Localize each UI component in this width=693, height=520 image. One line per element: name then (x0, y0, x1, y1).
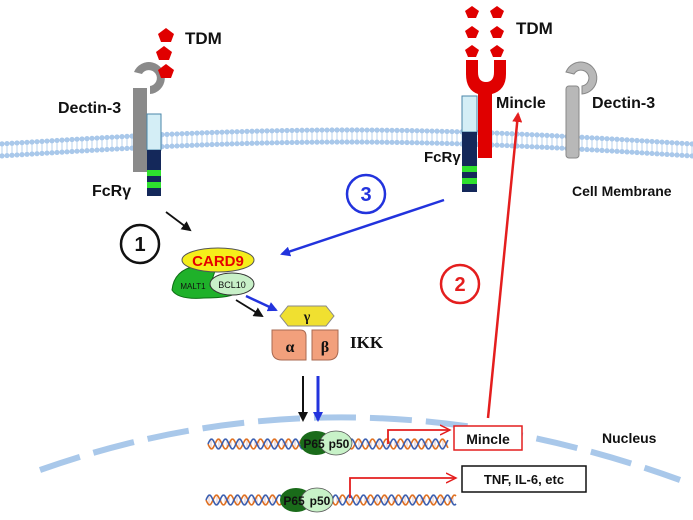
arrow-card9-to-ikk-black (235, 299, 264, 318)
tdm-left-molecules (156, 28, 174, 78)
ikk-alpha-label: α (286, 339, 295, 356)
tdm-pentagon (490, 6, 504, 18)
card9-shape (181, 247, 255, 273)
arrow-card9-to-ikk-blue (245, 294, 278, 312)
cell-membrane (0, 127, 693, 159)
step-3-circle (345, 173, 387, 215)
p65-bottom-label: P65 (283, 494, 305, 508)
ikk-gamma-label: γ (303, 310, 311, 325)
dectin3-left-label: Dectin-3 (58, 100, 121, 117)
mincle-gene-label: Mincle (466, 431, 510, 447)
step-3-number: 3 (360, 184, 371, 206)
ikk-beta-shape (311, 329, 339, 361)
tdm-pentagon (158, 64, 174, 78)
mincle-receptor (466, 60, 506, 158)
tdm-pentagon (490, 45, 504, 57)
card9-complex: CARD9 MALT1 BCL10 (171, 247, 255, 299)
p50-top-label: p50 (329, 437, 350, 451)
transcription-arrow-cytokines (349, 478, 456, 498)
arrow-fcrg-to-card9-blue (280, 198, 445, 257)
malt1-label: MALT1 (180, 282, 206, 291)
tdm-pentagon (490, 26, 504, 38)
tdm-pentagon (465, 45, 479, 57)
step-2-number: 2 (454, 274, 465, 296)
dectin3-right-receptor (565, 61, 598, 159)
mincle-gene-box (453, 425, 523, 451)
nfkb-top: P65 p50 (300, 430, 353, 456)
ikk-alpha-shape (271, 329, 307, 361)
tdm-pentagon (465, 26, 479, 38)
ikk-label: IKK (350, 333, 384, 352)
step-1-number: 1 (134, 234, 145, 256)
tdm-right-molecules (465, 6, 504, 57)
nucleus-envelope (38, 414, 682, 483)
ikk-gamma-shape (279, 305, 335, 327)
nucleus-label: Nucleus (602, 430, 657, 446)
card9-label: CARD9 (192, 253, 244, 270)
p50-top-shape (319, 430, 353, 456)
arrow-mincle-gene-to-receptor (486, 112, 523, 419)
nfkb-bottom: P65 p50 (280, 487, 334, 513)
tdm-left-label: TDM (185, 29, 222, 48)
cell-membrane-label: Cell Membrane (572, 183, 672, 199)
dectin3-left-head (134, 62, 165, 94)
cytokines-box (461, 465, 587, 493)
tdm-right-label: TDM (516, 19, 553, 38)
tdm-pentagon (465, 6, 479, 18)
bcl10-label: BCL10 (218, 280, 246, 290)
ikk-complex: γ α β (271, 305, 339, 361)
p50-bottom-shape (300, 487, 334, 513)
mincle-receptor-label: Mincle (496, 95, 546, 112)
bcl10-shape (209, 272, 255, 296)
dectin3-right-label: Dectin-3 (592, 95, 655, 112)
tdm-pentagon (156, 46, 172, 60)
fcrg-left (146, 113, 162, 196)
p50-bottom-label: p50 (310, 494, 331, 508)
arrow-fcrg-to-card9 (165, 211, 192, 232)
cytokines-label: TNF, IL-6, etc (484, 472, 564, 487)
step-1-circle (119, 223, 161, 265)
fcrg-left-label: FcRγ (92, 183, 131, 200)
p65-top-label: P65 (303, 437, 325, 451)
transcription-arrow-mincle (387, 430, 450, 444)
ikk-beta-label: β (321, 339, 329, 356)
step-2-circle (439, 263, 481, 305)
tdm-pentagon (158, 28, 174, 42)
dectin3-left-receptor (133, 62, 165, 172)
fcrg-right-label: FcRγ (424, 149, 461, 166)
fcrg-right (461, 95, 478, 192)
